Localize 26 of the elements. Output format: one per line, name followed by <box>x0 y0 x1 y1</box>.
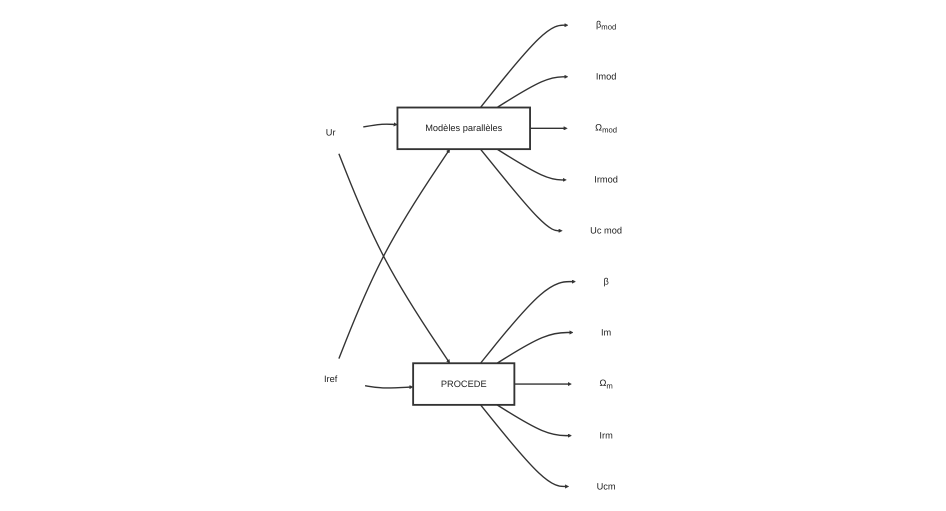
arrow <box>496 404 572 438</box>
node-text: β$_{mod}$ <box>596 19 616 32</box>
node-text: Imod <box>596 72 616 82</box>
arrow <box>363 122 398 128</box>
node-text: Irm <box>599 430 613 441</box>
node-text: β <box>603 276 609 287</box>
arrow <box>480 23 568 108</box>
node-text: Irmod <box>594 174 618 185</box>
node-text: Ω$_{m}$ <box>599 378 613 390</box>
node-text: Ω$_{mod}$ <box>595 122 618 135</box>
arrow <box>530 126 568 130</box>
arrow <box>480 280 576 364</box>
node-box: PROCEDE <box>412 362 516 406</box>
node-text: Ur <box>326 128 336 138</box>
arrow <box>480 404 570 489</box>
node-text: Im <box>600 327 612 338</box>
node-text: Ucm <box>596 481 616 492</box>
node-box: Modèles parallèles <box>396 106 531 150</box>
arrow <box>480 148 563 233</box>
node-text: Uc mod <box>590 226 622 236</box>
node-text: Iref <box>324 374 338 385</box>
arrow <box>364 385 414 390</box>
arrow <box>496 330 574 364</box>
arrow <box>514 382 572 386</box>
arrow <box>496 74 568 108</box>
arrow <box>496 148 567 182</box>
